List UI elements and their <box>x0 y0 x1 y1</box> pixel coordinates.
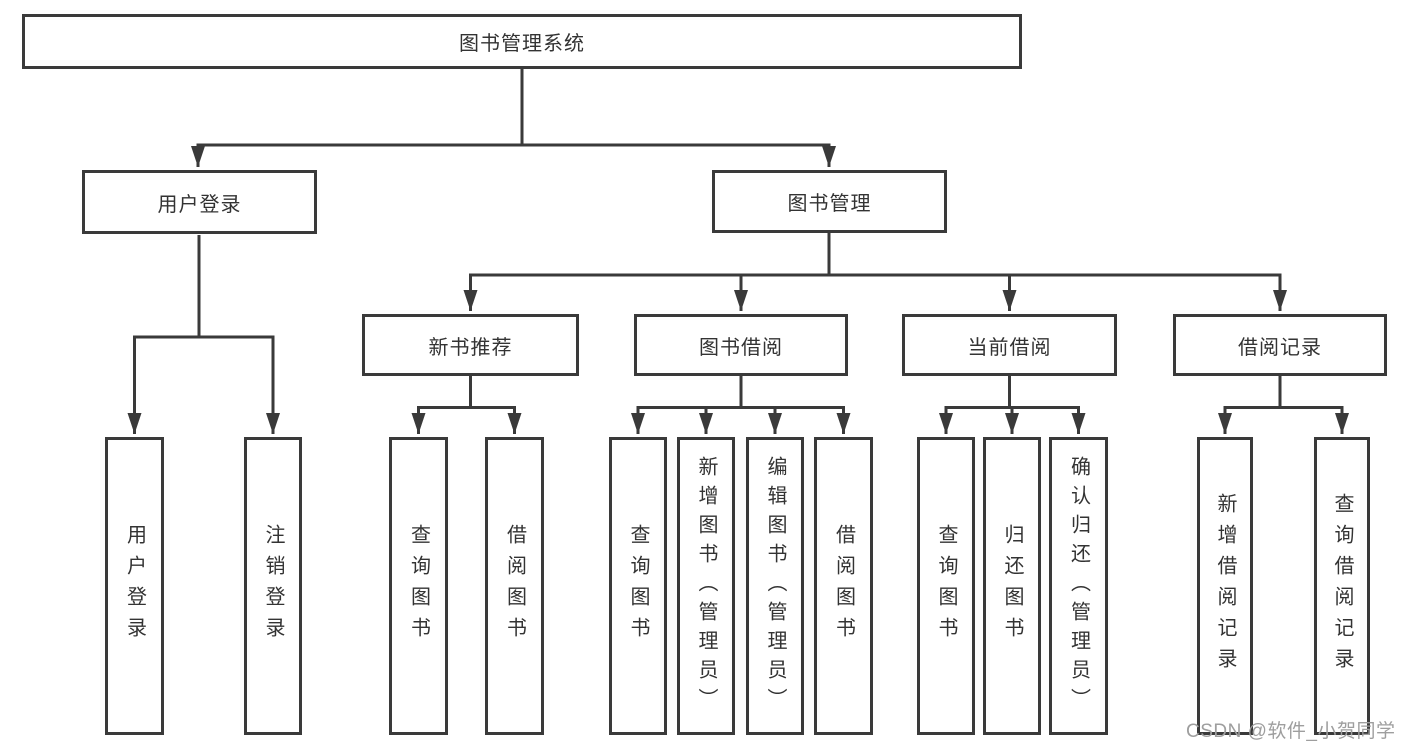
connector-borrowing-records-rail <box>1225 376 1342 409</box>
node-leaf-br-query-record-label: 查询借阅记录 <box>1331 493 1353 679</box>
node-leaf-rec-borrow-book: 借阅图书 <box>485 437 544 735</box>
node-leaf-rec-query-book-label: 查询图书 <box>407 524 430 648</box>
node-book-borrowing-label: 图书借阅 <box>699 336 783 359</box>
node-book-management: 图书管理 <box>712 170 947 233</box>
node-borrowing-records-label: 借阅记录 <box>1238 336 1322 359</box>
node-leaf-rec-query-book: 查询图书 <box>389 437 448 735</box>
node-borrowing-records: 借阅记录 <box>1173 314 1387 376</box>
node-leaf-bb-query-book-label: 查询图书 <box>627 524 649 648</box>
node-leaf-logout: 注销登录 <box>244 437 302 735</box>
node-root-label: 图书管理系统 <box>459 33 585 55</box>
node-leaf-br-add-record-label: 新增借阅记录 <box>1214 493 1236 679</box>
node-book-borrowing: 图书借阅 <box>634 314 848 376</box>
node-leaf-user-login-label: 用户登录 <box>123 524 146 648</box>
node-root: 图书管理系统 <box>22 14 1022 69</box>
node-leaf-cb-return-book-label: 归还图书 <box>1001 524 1023 648</box>
node-current-borrowing-label: 当前借阅 <box>967 336 1052 359</box>
node-leaf-bb-add-book-label: 新增图书（管理员） <box>695 455 717 717</box>
node-leaf-bb-query-book: 查询图书 <box>609 437 667 735</box>
node-leaf-cb-return-book: 归还图书 <box>983 437 1041 735</box>
node-book-management-label: 图书管理 <box>787 193 872 215</box>
connector-new-book-recommend-rail <box>418 376 515 409</box>
node-leaf-cb-query-book: 查询图书 <box>917 437 975 735</box>
connector-current-borrowing-rail <box>946 376 1079 409</box>
connector-root-rail <box>198 69 829 147</box>
node-leaf-bb-add-book: 新增图书（管理员） <box>677 437 735 735</box>
connector-user-login-rail <box>134 235 273 339</box>
node-leaf-bb-edit-book: 编辑图书（管理员） <box>746 437 804 735</box>
node-leaf-bb-edit-book-label: 编辑图书（管理员） <box>764 455 786 717</box>
watermark: CSDN @软件_小贺同学 <box>1186 721 1396 742</box>
node-new-book-recommend: 新书推荐 <box>362 314 579 376</box>
connector-book-borrowing-rail <box>638 376 844 409</box>
node-leaf-rec-borrow-book-label: 借阅图书 <box>503 524 526 648</box>
node-leaf-br-add-record: 新增借阅记录 <box>1197 437 1253 735</box>
node-leaf-bb-borrow-book: 借阅图书 <box>814 437 873 735</box>
node-user-login: 用户登录 <box>82 170 317 234</box>
node-leaf-br-query-record: 查询借阅记录 <box>1314 437 1370 735</box>
node-current-borrowing: 当前借阅 <box>902 314 1117 376</box>
node-leaf-logout-label: 注销登录 <box>262 524 284 648</box>
node-leaf-cb-query-book-label: 查询图书 <box>935 524 957 648</box>
node-leaf-cb-confirm-return: 确认归还（管理员） <box>1049 437 1108 735</box>
connector-book-management-rail <box>470 233 1280 277</box>
node-user-login-label: 用户登录 <box>157 193 242 216</box>
node-new-book-recommend-label: 新书推荐 <box>428 336 513 359</box>
node-leaf-bb-borrow-book-label: 借阅图书 <box>832 524 855 648</box>
node-leaf-user-login: 用户登录 <box>105 437 164 735</box>
node-leaf-cb-confirm-return-label: 确认归还（管理员） <box>1067 455 1090 717</box>
